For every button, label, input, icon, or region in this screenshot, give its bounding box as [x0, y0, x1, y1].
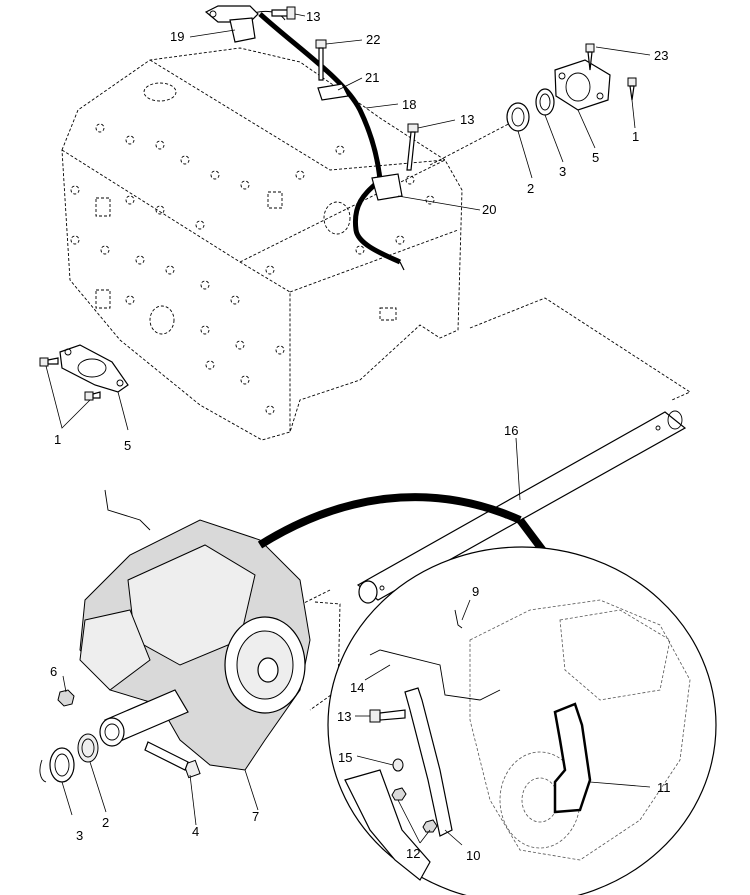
callout-23: 23 [654, 48, 668, 63]
callout-18: 18 [402, 97, 416, 112]
callout-1-right: 1 [632, 129, 639, 144]
cable-assembly [204, 5, 419, 271]
spacer-15 [392, 758, 404, 772]
callout-13-mid: 13 [460, 112, 474, 127]
callout-20: 20 [482, 202, 496, 217]
bearing-flange-right [429, 43, 637, 166]
callout-10: 10 [466, 848, 480, 863]
detail-inset [257, 493, 717, 895]
callout-7: 7 [252, 809, 259, 824]
callout-labels: 13 19 22 21 18 23 13 1 5 3 2 20 1 5 16 9… [50, 9, 671, 863]
callout-21: 21 [365, 70, 379, 85]
bolt-23 [585, 43, 595, 71]
bearing-2 [77, 733, 99, 763]
callout-13-inset: 13 [337, 709, 351, 724]
bolt-1-left-a [39, 357, 59, 367]
nuts-12 [391, 787, 438, 833]
callout-12: 12 [406, 846, 420, 861]
callout-14: 14 [350, 680, 364, 695]
callout-1-left: 1 [54, 432, 61, 447]
bolt-4 [144, 741, 201, 779]
callout-3-bottom: 3 [76, 828, 83, 843]
nut-6 [57, 689, 75, 707]
callout-19: 19 [170, 29, 184, 44]
gearbox-7 [79, 489, 341, 771]
callout-9: 9 [472, 584, 479, 599]
callout-13-top: 13 [306, 9, 320, 24]
callout-4: 4 [192, 824, 199, 839]
bracket-11 [553, 702, 592, 814]
callout-6: 6 [50, 664, 57, 679]
bolt-1-right [627, 77, 637, 101]
bolt-1-left-b [84, 391, 101, 401]
callout-5-right: 5 [592, 150, 599, 165]
callout-2-bottom: 2 [102, 815, 109, 830]
callout-11: 11 [657, 780, 671, 795]
pin-9 [454, 609, 463, 629]
auger-housing [61, 47, 463, 441]
leader-lines [45, 13, 651, 846]
callout-16: 16 [504, 423, 518, 438]
callout-2-right: 2 [527, 181, 534, 196]
callout-5-left: 5 [124, 438, 131, 453]
bearing-flange-left [39, 344, 129, 401]
drive-shaft-16 [356, 297, 691, 604]
callout-15: 15 [338, 750, 352, 765]
bracket-10 [344, 687, 453, 881]
housing-holes [70, 123, 435, 415]
callout-22: 22 [366, 32, 380, 47]
washer-3 [39, 747, 75, 783]
shift-rod-14 [369, 649, 501, 701]
bolt-13-top [271, 6, 296, 20]
bolt-13-mid [406, 123, 419, 171]
loose-parts [39, 689, 201, 783]
callout-3-right: 3 [559, 164, 566, 179]
bolt-13-inset [369, 709, 406, 723]
